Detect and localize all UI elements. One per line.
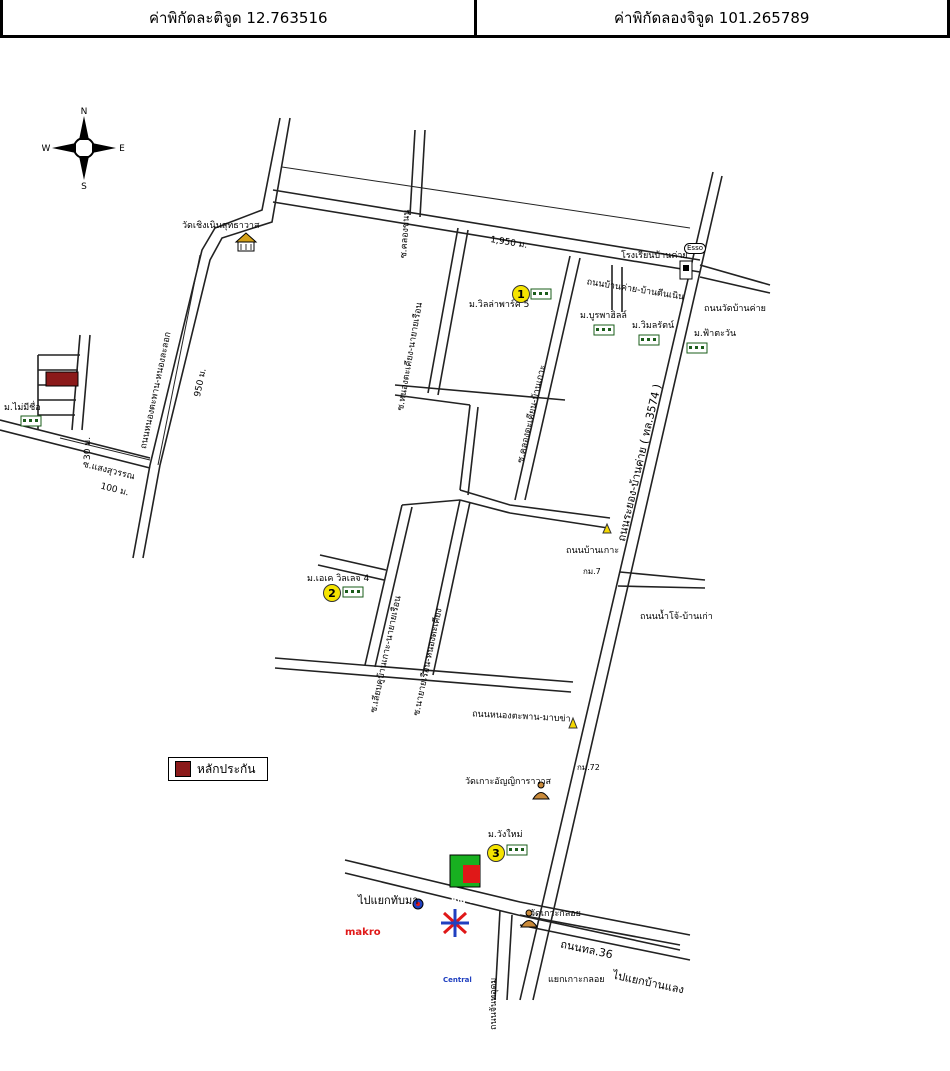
- label-villa-park: ม.วิลล่าพาร์ค 5: [469, 300, 530, 310]
- marker-2: 2: [323, 584, 341, 602]
- road-rayong-banKhai-a: [519, 171, 714, 1001]
- marker-3: 3: [487, 844, 505, 862]
- compass-n: N: [81, 107, 88, 117]
- legend-swatch: [175, 761, 191, 777]
- label-wat-ko-anya: วัดเกาะอัญญิการาวาส: [465, 777, 552, 787]
- temple-icon: [234, 232, 258, 252]
- road-wat-ban-khai: ถนนวัดบ้านค่าย: [704, 304, 766, 314]
- road-nam-pho: ถนนน้ำโจ้-บ้านเก่า: [640, 612, 713, 622]
- compass-s: S: [81, 182, 87, 190]
- label-wimonrat: ม.วิมลรัตน์: [632, 321, 675, 331]
- label-to-thap-ma: ไปแยกทับมา: [358, 894, 419, 907]
- compass-icon: N S W E: [42, 107, 125, 190]
- label-mai-mi-chue: ม.ไม่มีชื่อ: [4, 403, 41, 413]
- buddha-icon: [520, 909, 538, 928]
- building-icon: [20, 415, 42, 427]
- label-burapha: ม.บูรพาฮิลล์: [580, 311, 627, 321]
- road-chanthop: ถนนจันทอุดม: [489, 977, 499, 1030]
- label-wat-ko-kloi: วัดเกาะกลอย: [530, 909, 581, 919]
- road-rayong-banKhai-b: [532, 175, 723, 1001]
- makro-logo: makro: [345, 927, 381, 938]
- compass-w: W: [42, 144, 51, 154]
- legend-label: หลักประกัน: [197, 761, 256, 776]
- distance-30: 30 ม.: [83, 436, 93, 460]
- label-ek-villa: ม.เอเค วิลเลจ 4: [307, 574, 370, 584]
- buddha-icon: [532, 781, 550, 800]
- building-icon: [530, 288, 552, 300]
- esso-logo: Esso: [684, 243, 706, 254]
- building-icon: [686, 342, 708, 354]
- coordinate-bar: ค่าพิกัดละติจูด 12.763516 ค่าพิกัดลองจิจ…: [0, 0, 950, 38]
- label-wat-choeng-noen: วัดเชิงเนินสุทธาวาส: [182, 221, 260, 231]
- road-map: [0, 117, 771, 1001]
- label-fah-tawan: ม.ฟ้าตะวัน: [694, 329, 737, 339]
- building-icon: [342, 586, 364, 598]
- central-label: Central: [443, 976, 472, 984]
- label-wang-mai: ม.วังใหม่: [488, 830, 523, 840]
- building-icon: [506, 844, 528, 856]
- building-icon: [638, 334, 660, 346]
- latitude-label: ค่าพิกัดละติจูด 12.763516: [0, 0, 474, 35]
- road-ban-ko: ถนนบ้านเกาะ: [566, 546, 620, 556]
- marker-1: 1: [512, 285, 530, 303]
- label-ko-kloi-junction: แยกเกาะกลอย: [548, 975, 605, 985]
- longitude-label: ค่าพิกัดลองจิจูด 101.265789: [473, 0, 950, 35]
- school-icon: [679, 260, 693, 280]
- label-km7: กม.7: [583, 567, 601, 576]
- label-km72: กม.72: [577, 763, 600, 772]
- label-ban-khai-school: โรงเรียนบ้านค่าย: [621, 251, 688, 261]
- legend: หลักประกัน: [168, 757, 268, 781]
- collateral-marker: [45, 371, 79, 387]
- building-icon: [593, 324, 615, 336]
- compass-e: E: [119, 144, 125, 154]
- bigc-logo: Big C: [451, 896, 475, 905]
